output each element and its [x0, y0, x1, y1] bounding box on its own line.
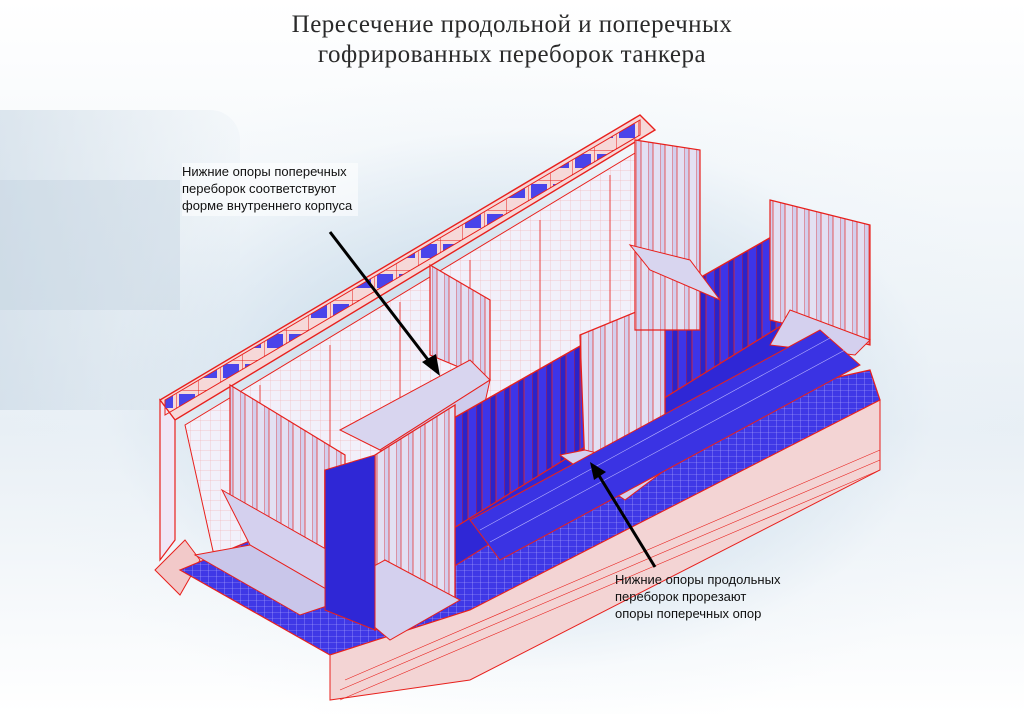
arrow-top-head [422, 354, 440, 376]
title-line-2: гофрированных переборок танкера [317, 41, 707, 68]
page-title: Пересечение продольной и поперечных гофр… [0, 10, 1024, 70]
annotation-bottom-line-1: Нижние опоры продольных [615, 572, 781, 587]
arrow-top-line [328, 231, 434, 366]
transverse-bulkhead-rear [628, 139, 871, 356]
annotation-arrows [328, 231, 657, 568]
arrow-bottom-line [596, 473, 657, 568]
annotation-bottom-line-2: переборок прорезают [615, 589, 747, 604]
background-frame-decoration [0, 110, 240, 410]
annotation-bottom-line-3: опоры поперечных опор [615, 606, 762, 621]
annotation-top-line-3: форме внутреннего корпуса [182, 198, 353, 213]
annotation-top-line-1: Нижние опоры поперечных [182, 164, 347, 179]
transverse-bulkhead-front [193, 383, 347, 616]
arrow-bottom-head [590, 462, 606, 480]
background-frame-inner [0, 180, 180, 310]
longitudinal-bulkhead-stool [469, 329, 861, 561]
annotation-top-line-2: переборок соответствуют [182, 181, 337, 196]
transverse-bulkhead-crossing-front [324, 403, 462, 641]
annotation-longitudinal-supports: Нижние опоры продольных переборок прорез… [615, 571, 780, 622]
hull-side-shell [154, 114, 657, 596]
annotation-transverse-supports: Нижние опоры поперечных переборок соотве… [182, 163, 359, 216]
title-line-1: Пересечение продольной и поперечных [291, 11, 733, 38]
